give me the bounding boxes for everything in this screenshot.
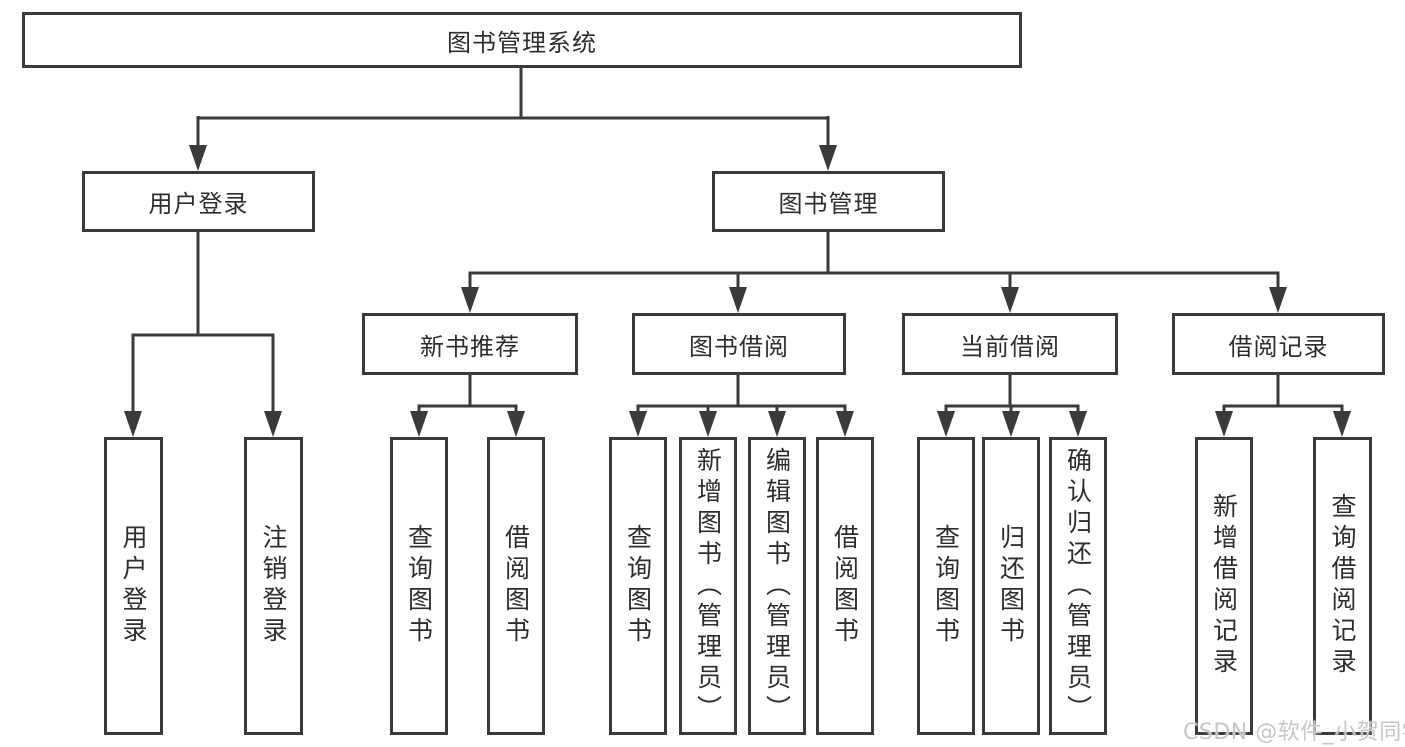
leaf-current-query-label: 查询图书 — [931, 524, 961, 648]
connector-current-borrow-children — [944, 374, 1080, 415]
node-user-login: 用户登录 — [82, 171, 315, 232]
leaf-current-confirm-return: 确认归还（管理员） — [1049, 437, 1107, 735]
node-book-mgmt: 图书管理 — [712, 171, 945, 232]
node-new-book: 新书推荐 — [362, 313, 578, 375]
leaf-borrow-add-book: 新增图书（管理员） — [679, 437, 737, 735]
leaf-logout: 注销登录 — [244, 437, 303, 735]
connector-book-mgmt-children — [468, 231, 1280, 291]
connector-new-book-children — [417, 374, 518, 415]
leaf-borrow-add-book-label: 新增图书（管理员） — [693, 446, 723, 726]
watermark: CSDN @软件_小贺同学 — [1183, 720, 1405, 745]
node-current-borrow: 当前借阅 — [902, 313, 1118, 375]
leaf-current-return-label: 归还图书 — [996, 524, 1026, 648]
leaf-record-query: 查询借阅记录 — [1313, 437, 1372, 735]
node-book-borrow-label: 图书借阅 — [689, 332, 789, 361]
leaf-user-login-label: 用户登录 — [119, 524, 148, 648]
node-book-mgmt-label: 图书管理 — [778, 190, 879, 218]
leaf-record-query-label: 查询借阅记录 — [1328, 493, 1357, 679]
node-current-borrow-label: 当前借阅 — [960, 332, 1060, 361]
node-root: 图书管理系统 — [22, 12, 1022, 68]
leaf-current-return: 归还图书 — [982, 437, 1040, 735]
node-user-login-label: 用户登录 — [148, 190, 249, 218]
node-book-borrow: 图书借阅 — [632, 313, 846, 375]
leaf-current-confirm-return-label: 确认归还（管理员） — [1063, 446, 1093, 726]
leaf-borrow-borrow-book: 借阅图书 — [816, 437, 874, 735]
leaf-borrow-borrow-book-label: 借阅图书 — [830, 524, 860, 648]
leaf-newbook-query-label: 查询图书 — [404, 524, 434, 648]
connector-book-borrow-children — [636, 374, 847, 415]
node-borrow-record: 借阅记录 — [1172, 313, 1385, 375]
connector-root-to-level1 — [196, 68, 830, 150]
node-new-book-label: 新书推荐 — [420, 332, 520, 361]
leaf-borrow-query: 查询图书 — [609, 437, 667, 735]
leaf-borrow-edit-book-label: 编辑图书（管理员） — [762, 446, 792, 726]
leaf-logout-label: 注销登录 — [259, 524, 288, 648]
leaf-borrow-query-label: 查询图书 — [623, 524, 653, 648]
node-borrow-record-label: 借阅记录 — [1228, 332, 1329, 361]
leaf-newbook-borrow-label: 借阅图书 — [501, 524, 531, 648]
leaf-user-login: 用户登录 — [104, 437, 163, 735]
arrowheads — [124, 145, 1351, 437]
leaf-current-query: 查询图书 — [917, 437, 975, 735]
node-root-label: 图书管理系统 — [447, 28, 597, 57]
leaf-record-add: 新增借阅记录 — [1195, 437, 1253, 735]
leaf-borrow-edit-book: 编辑图书（管理员） — [748, 437, 806, 735]
connector-user-login-children — [131, 231, 275, 415]
connector-borrow-record-children — [1222, 374, 1344, 415]
leaf-record-add-label: 新增借阅记录 — [1209, 493, 1239, 679]
leaf-newbook-borrow: 借阅图书 — [487, 437, 545, 735]
leaf-newbook-query: 查询图书 — [390, 437, 448, 735]
